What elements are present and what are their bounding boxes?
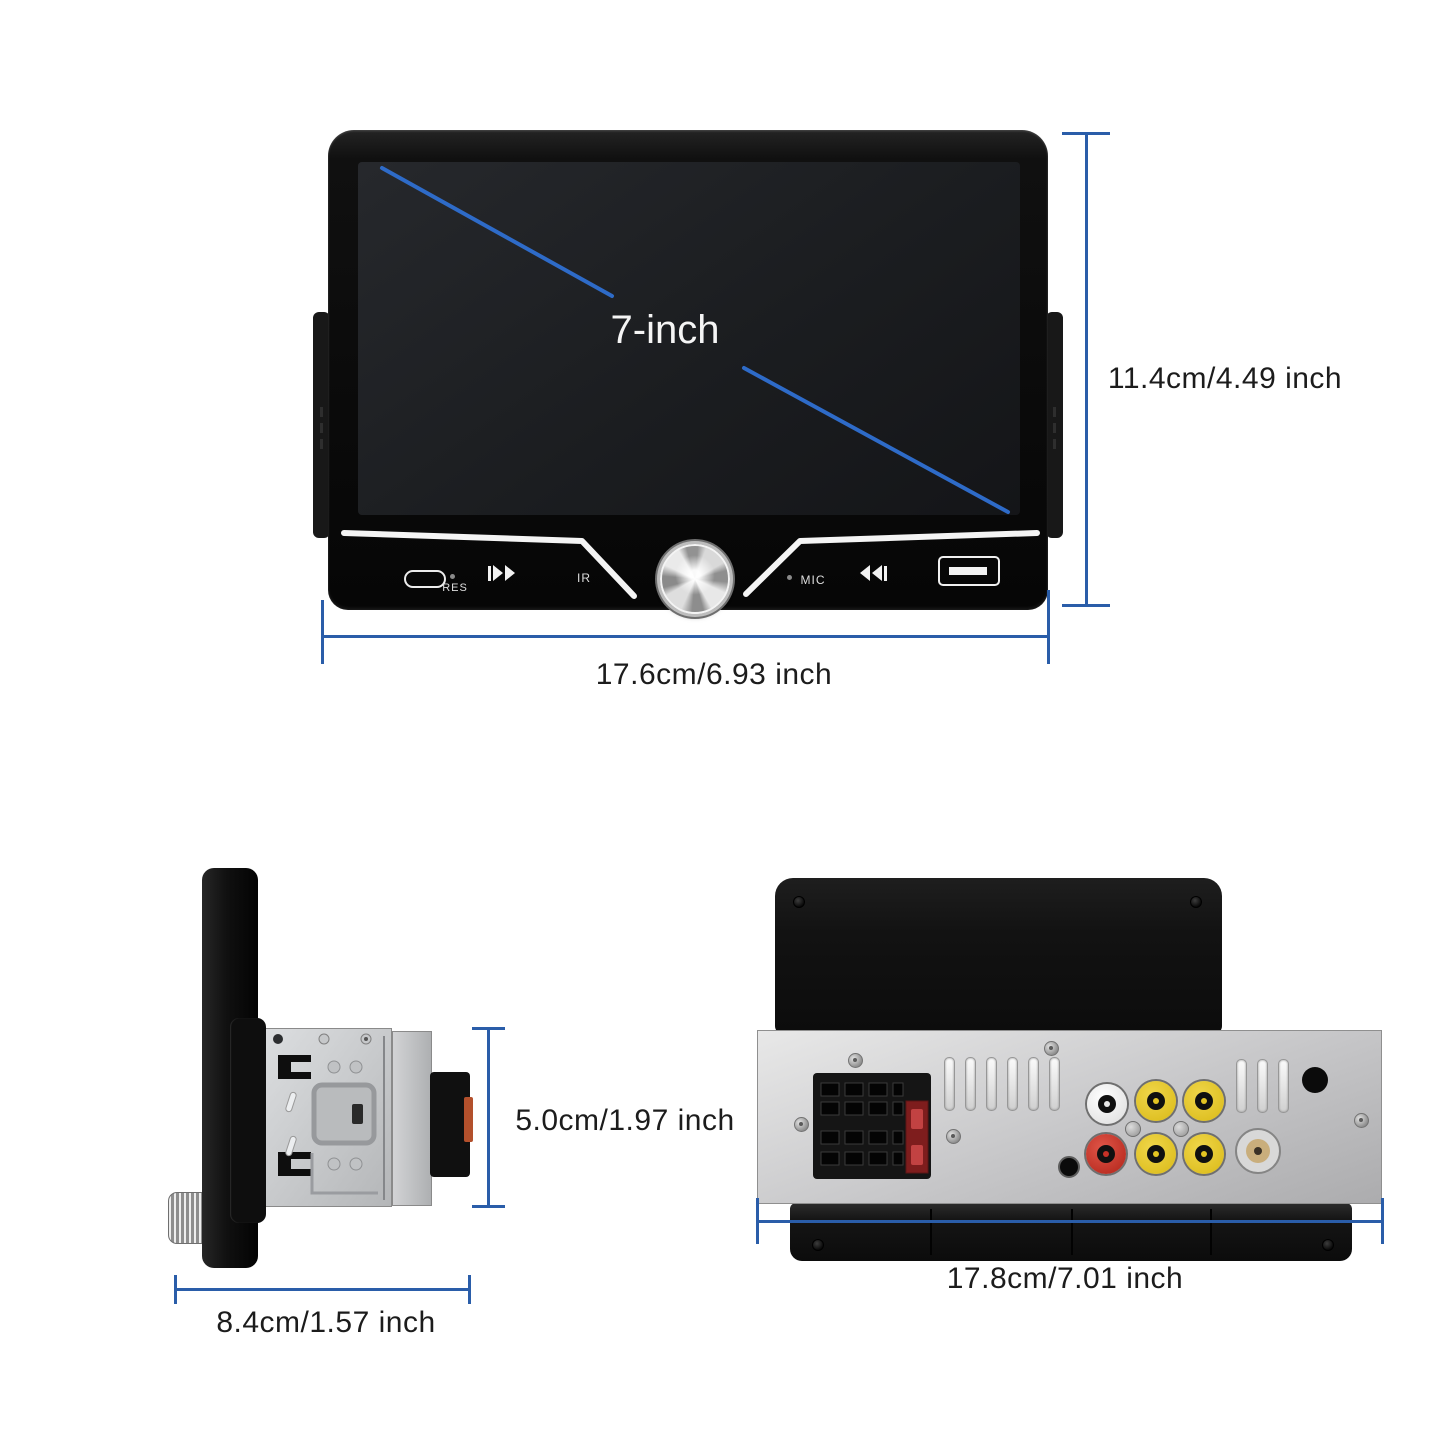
rear-view-chassis — [757, 1030, 1382, 1204]
screw — [1190, 896, 1202, 908]
rear-width-left-tick — [756, 1198, 759, 1244]
height-dimension-label: 11.4cm/4.49 inch — [1107, 362, 1343, 395]
height-dimension-bottom-tick — [1062, 604, 1110, 607]
screw — [1173, 1121, 1189, 1137]
usb-a-port-icon — [938, 556, 1000, 586]
res-label: RES — [442, 582, 468, 594]
width-dimension-right-tick — [1047, 590, 1050, 664]
width-dimension-label: 17.6cm/6.93 inch — [595, 658, 833, 691]
side-view-chassis-edge — [392, 1031, 432, 1206]
side-view-connector-fuse — [464, 1097, 473, 1142]
rear-view-screen-back — [775, 878, 1222, 1034]
rca-jack-yellow — [1136, 1134, 1176, 1174]
height-dimension-top-tick — [1062, 132, 1110, 135]
screw — [1322, 1239, 1334, 1251]
rear-view-base-trim — [790, 1203, 1352, 1261]
skip-forward-icon — [488, 565, 515, 581]
screw — [794, 1117, 809, 1132]
touchscreen: 7-inch — [358, 162, 1020, 515]
side-depth-left-tick — [174, 1275, 177, 1304]
rear-width-dimension-label: 17.8cm/7.01 inch — [946, 1262, 1184, 1295]
mic-hole — [787, 575, 792, 580]
mic-label: MIC — [800, 573, 826, 587]
screw — [1354, 1113, 1369, 1128]
screw — [1125, 1121, 1141, 1137]
side-view-rear-connector — [430, 1072, 470, 1177]
rca-jack-yellow — [1184, 1081, 1224, 1121]
screw — [812, 1239, 824, 1251]
rear-width-dimension-line — [757, 1220, 1383, 1223]
volume-knob — [660, 544, 730, 614]
front-left-mount-tab — [313, 312, 330, 538]
panel-accent-swooshes — [341, 530, 1040, 599]
vent-slots-right — [1236, 1059, 1289, 1113]
ir-label: IR — [577, 571, 591, 585]
screw — [848, 1053, 863, 1068]
reset-pinhole — [450, 574, 455, 579]
side-height-top-tick — [472, 1027, 505, 1030]
width-dimension-line — [322, 635, 1049, 638]
side-view-rear-bracket — [230, 1018, 266, 1223]
rca-jack-white — [1087, 1084, 1127, 1124]
side-height-dimension-line — [487, 1028, 490, 1208]
rca-jack-yellow — [1184, 1134, 1224, 1174]
side-height-bottom-tick — [472, 1205, 505, 1208]
side-depth-right-tick — [468, 1275, 471, 1304]
rca-jack-red — [1086, 1134, 1126, 1174]
front-right-mount-tab — [1046, 312, 1063, 538]
side-view-mounting-cage — [264, 1028, 392, 1212]
usb-c-port-icon — [404, 570, 446, 588]
width-dimension-left-tick — [321, 600, 324, 664]
car-stereo-front-view: 7-inch RES IR MIC — [328, 130, 1048, 614]
iso-harness-connector — [809, 1073, 931, 1184]
aux-3-5mm-jack — [1058, 1156, 1080, 1178]
height-dimension-line — [1085, 133, 1088, 606]
rca-jack-yellow — [1136, 1081, 1176, 1121]
screw — [946, 1129, 961, 1144]
side-depth-dimension-line — [175, 1288, 471, 1291]
antenna-cable-hole — [1302, 1067, 1328, 1093]
side-height-dimension-label: 5.0cm/1.97 inch — [515, 1104, 735, 1137]
antenna-socket — [1235, 1128, 1281, 1174]
screen-diagonal-lines — [380, 166, 1010, 514]
rewind-icon — [860, 565, 887, 581]
screen-size-label: 7-inch — [610, 308, 720, 352]
side-depth-dimension-label: 8.4cm/1.57 inch — [216, 1306, 436, 1339]
rear-width-right-tick — [1381, 1198, 1384, 1244]
screw — [1044, 1041, 1059, 1056]
vent-slots-left — [944, 1057, 1060, 1111]
screw — [793, 896, 805, 908]
